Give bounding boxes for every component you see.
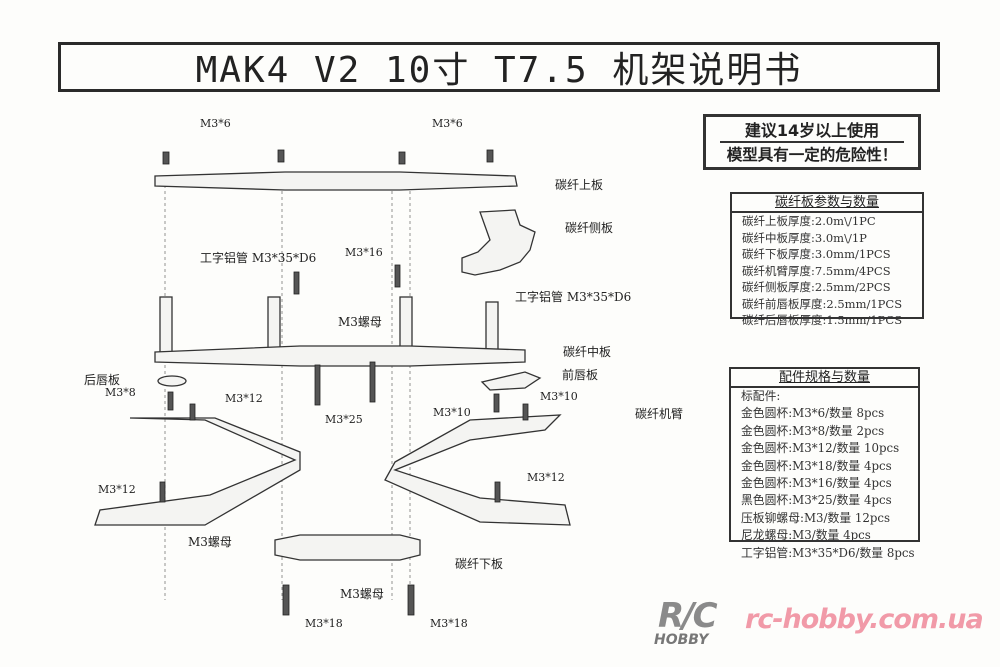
- label-m3x18-left: M3*18: [305, 617, 343, 630]
- label-standoff-left: 工字铝管 M3*35*D6: [200, 251, 317, 265]
- label-m3x10-a: M3*10: [433, 406, 471, 419]
- table-row: 金色圆杯:M3*18/数量 4pcs: [741, 458, 892, 473]
- table-row: 碳纤机臂厚度:7.5mm/4PCS: [742, 263, 891, 278]
- table-row: 压板铆螺母:M3/数量 12pcs: [741, 510, 891, 525]
- watermark-site: rc-hobby.com.ua: [745, 604, 984, 635]
- table-row: 碳纤下板厚度:3.0mm/1PCS: [742, 247, 891, 261]
- table-row: 碳纤侧板厚度:2.5mm/2PCS: [742, 280, 891, 294]
- screws: [159, 149, 529, 616]
- table-row: 黑色圆杯:M3*25/数量 4pcs: [741, 493, 892, 508]
- label-middle-plate: 碳纤中板: [563, 345, 612, 359]
- label-m3-nut-left: M3螺母: [188, 535, 232, 549]
- table-row: 碳纤后唇板厚度:1.5mm/1PCS: [742, 313, 903, 327]
- label-m3-nut-mid: M3螺母: [338, 315, 382, 329]
- label-rear-lip: 后唇板: [84, 373, 121, 387]
- label-m3-nut-bottom: M3螺母: [340, 587, 384, 601]
- danger-warning: 模型具有一定的危险性！: [726, 146, 898, 164]
- plate-table-header: 碳纤板参数与数量: [732, 194, 922, 213]
- label-standoff-right: 工字铝管 M3*35*D6: [515, 290, 632, 304]
- table-row: 碳纤前唇板厚度:2.5mm/1PCS: [742, 296, 903, 311]
- aluminum-standoffs: [159, 296, 499, 358]
- top-plate: [154, 171, 518, 191]
- label-m3x18-right: M3*18: [430, 617, 468, 630]
- middle-plate: [154, 345, 526, 367]
- label-m3x8: M3*8: [105, 386, 136, 399]
- label-top-plate: 碳纤上板: [555, 178, 604, 192]
- age-warning: 建议14岁以上使用: [720, 120, 904, 143]
- label-m3x6-right: M3*6: [432, 117, 463, 130]
- age-warning-box: 建议14岁以上使用 模型具有一定的危险性！: [703, 114, 921, 170]
- table-row: 尼龙螺母:M3/数量 4pcs: [741, 528, 871, 543]
- plate-spec-table: 碳纤板参数与数量 碳纤上板厚度:2.0m\/1PC 碳纤中板厚度:3.0m\/1…: [730, 192, 924, 327]
- bottom-plate: [274, 534, 421, 561]
- table-row: 金色圆杯:M3*6/数量 8pcs: [741, 406, 885, 421]
- table-row: 金色圆杯:M3*12/数量 10pcs: [741, 441, 900, 456]
- label-m3x12-a: M3*12: [225, 392, 263, 405]
- table-row: 标配件:: [741, 389, 781, 403]
- label-front-lip: 前唇板: [562, 368, 599, 382]
- label-m3x12-b: M3*12: [98, 483, 136, 496]
- parts-table-header: 配件规格与数量: [731, 369, 918, 388]
- document-title-box: MAK4 V2 10寸 T7.5 机架说明书: [58, 42, 940, 92]
- rear-lip-plate: [157, 375, 187, 387]
- arms: [94, 414, 571, 526]
- label-arm: 碳纤机臂: [635, 407, 684, 421]
- label-m3x12-c: M3*12: [527, 471, 565, 484]
- label-m3x16: M3*16: [345, 246, 383, 259]
- parts-spec-table: 配件规格与数量 标配件: 金色圆杯:M3*6/数量 8pcs 金色圆杯:M3*8…: [729, 367, 920, 560]
- label-m3x6-left: M3*6: [200, 117, 231, 130]
- table-row: 金色圆杯:M3*8/数量 2pcs: [741, 423, 885, 438]
- table-row: 碳纤上板厚度:2.0m\/1PC: [742, 214, 876, 228]
- side-plate: [461, 209, 536, 276]
- table-row: 金色圆杯:M3*16/数量 4pcs: [741, 476, 892, 491]
- label-m3x10-b: M3*10: [540, 390, 578, 403]
- table-row: 碳纤中板厚度:3.0m\/1P: [742, 230, 867, 245]
- table-row: 工字铝管:M3*35*D6/数量 8pcs: [741, 545, 915, 560]
- label-bottom-plate: 碳纤下板: [455, 557, 504, 571]
- label-side-plate: 碳纤侧板: [565, 221, 614, 235]
- front-lip-plate: [480, 371, 542, 391]
- label-m3x25: M3*25: [325, 413, 363, 426]
- document-title: MAK4 V2 10寸 T7.5 机架说明书: [195, 50, 803, 91]
